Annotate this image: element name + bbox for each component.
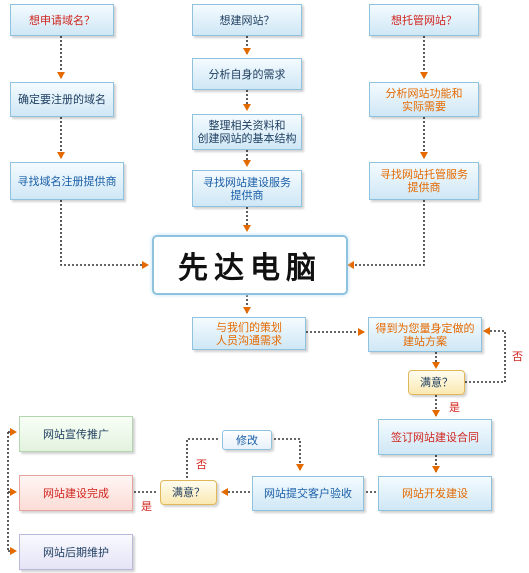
node-custom-plan: 得到为您量身定做的 建站方案 [368, 317, 482, 352]
node-find-builder: 寻找网站建设服务 提供商 [192, 170, 302, 207]
node-find-registrar: 寻找域名注册提供商 [10, 162, 124, 200]
node-complete: 网站建设完成 [19, 475, 133, 511]
node-find-host: 寻找网站托管服务 提供商 [369, 162, 479, 200]
node-want-site: 想建网站？ [192, 4, 302, 36]
arrow-satisfied-no-to-modify [186, 438, 220, 478]
node-communicate: 与我们的策划 人员沟通需求 [192, 317, 306, 350]
node-satisfied-2: 满意？ [160, 480, 217, 505]
node-modify: 修改 [222, 430, 272, 450]
arrow-host-to-company [347, 200, 425, 269]
node-organize-materials: 整理相关资料和 创建网站的基本结构 [192, 114, 302, 150]
node-submit: 网站提交客户验收 [252, 476, 364, 511]
node-develop: 网站开发建设 [378, 476, 492, 511]
node-satisfied-1: 满意？ [408, 370, 465, 395]
arrow-modify-to-submit [274, 438, 304, 471]
node-confirm-domain: 确定要注册的域名 [10, 82, 114, 117]
node-company: 先达电脑 [152, 235, 348, 295]
label-yes-2: 是 [141, 500, 152, 513]
label-yes-1: 是 [449, 401, 460, 414]
node-want-hosting: 想托管网站？ [369, 4, 479, 36]
node-sign-contract: 签订网站建设合同 [378, 419, 492, 455]
node-analyze-functions: 分析网站功能和 实际需要 [369, 82, 479, 117]
label-no-1: 否 [512, 350, 523, 363]
label-no-2: 否 [196, 458, 207, 471]
node-analyze-needs: 分析自身的需求 [192, 58, 302, 90]
arrow-satisfied-no-back [465, 327, 506, 383]
arrow-registrar-to-company [60, 200, 149, 269]
node-maintenance: 网站后期维护 [19, 534, 133, 570]
node-promotion: 网站宣传推广 [19, 416, 133, 452]
node-want-domain: 想申请域名？ [10, 4, 114, 36]
